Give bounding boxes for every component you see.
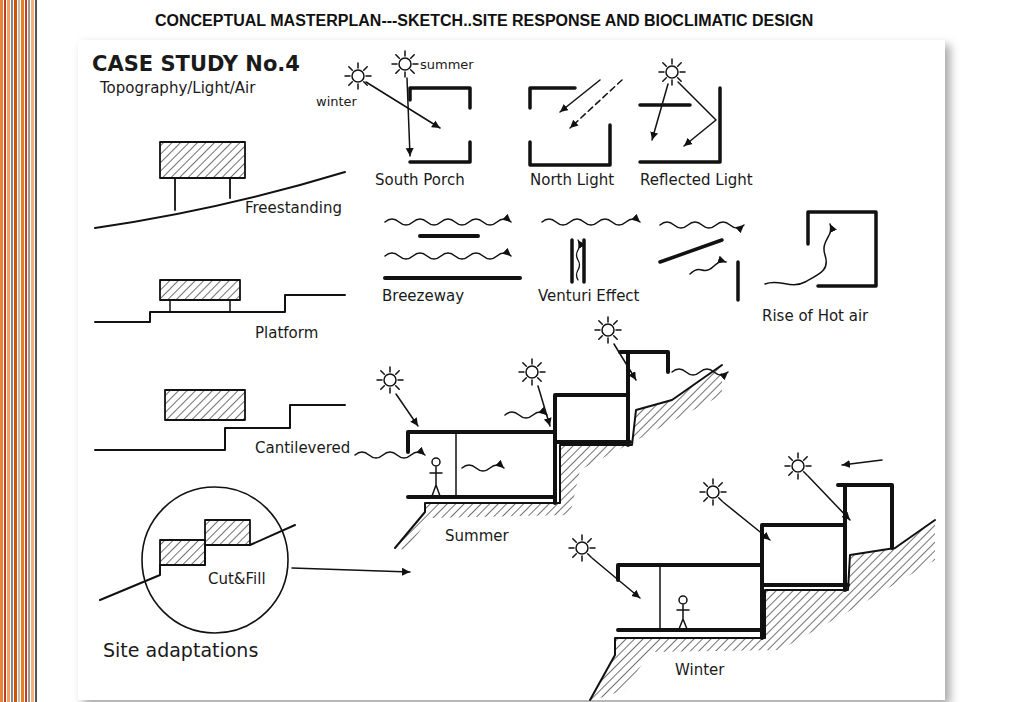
sketch-label: Venturi Effect	[538, 288, 640, 305]
circle-outline	[142, 487, 288, 633]
circle-outline	[140, 485, 290, 635]
sketch-label: Platform	[255, 325, 318, 342]
sketch-label: Site adaptations	[103, 640, 258, 662]
summer-section	[355, 317, 728, 550]
winter-section	[569, 453, 935, 700]
sketch-label: Rise of Hot air	[762, 308, 868, 325]
page-stripes	[0, 0, 37, 702]
sketch-label: North Light	[530, 172, 614, 189]
light-diagrams	[345, 51, 720, 165]
sketch-label: Freestanding	[245, 200, 342, 217]
node-label: Cut&Fill	[208, 571, 266, 588]
sketch-label: Cantilevered	[255, 440, 350, 457]
sketch-label: South Porch	[375, 172, 465, 189]
sketch-label: winter	[316, 95, 357, 110]
sketch-label: Winter	[675, 662, 724, 679]
page-title: CONCEPTUAL MASTERPLAN---SKETCH..SITE RES…	[155, 12, 813, 30]
sketch-label: summer	[420, 58, 474, 73]
sketch-label: Reflected Light	[640, 172, 753, 189]
sketch-label: Topography/Light/Air	[100, 80, 255, 97]
air-diagrams	[385, 212, 876, 300]
sketch-label: Summer	[445, 528, 509, 545]
site-adaptation-circle: Cut&Fill	[140, 485, 290, 635]
case-study-heading: CASE STUDY No.4	[92, 52, 300, 76]
sketch-label: Breezeway	[382, 288, 464, 305]
site-sections	[95, 142, 410, 600]
